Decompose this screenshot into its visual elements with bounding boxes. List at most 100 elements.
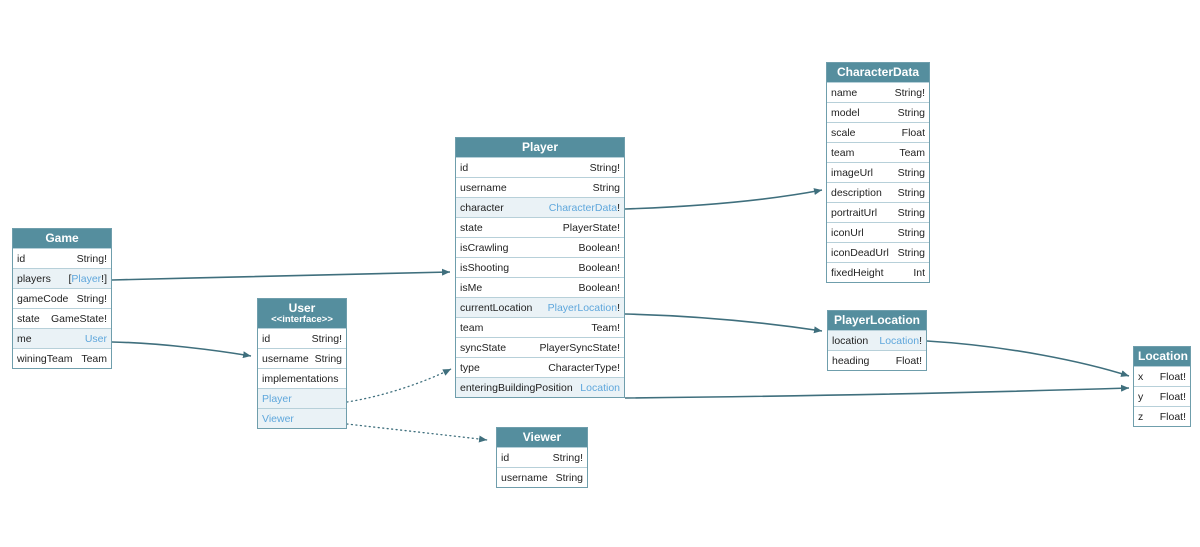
node-title: User [288, 301, 316, 315]
field-type: GameState! [50, 312, 107, 325]
field-type: PlayerSyncState! [539, 341, 620, 354]
field-row-game-players[interactable]: players[Player!] [13, 268, 111, 288]
field-type: String [897, 166, 925, 179]
node-characterdata-header[interactable]: CharacterData [827, 63, 929, 82]
field-row-user-player[interactable]: Player [258, 388, 346, 408]
field-row-user-viewer[interactable]: Viewer [258, 408, 346, 428]
node-player-header[interactable]: Player [456, 138, 624, 157]
type-link-user[interactable]: User [84, 332, 107, 345]
node-viewer-header[interactable]: Viewer [497, 428, 587, 447]
edge-player-currentlocation-to-playerlocation [624, 313, 823, 334]
field-name: imageUrl [831, 166, 874, 179]
field-name: enteringBuildingPosition [460, 381, 573, 394]
field-row-player-syncstate[interactable]: syncState PlayerSyncState! [456, 337, 624, 357]
field-name: syncState [460, 341, 507, 354]
field-name: state [17, 312, 40, 325]
field-name: players [17, 272, 51, 285]
field-row-characterdata-icondeadurl[interactable]: iconDeadUrl String [827, 242, 929, 262]
field-type: String! [589, 161, 620, 174]
implementation-link[interactable]: Player [262, 392, 292, 405]
field-name: currentLocation [460, 301, 533, 314]
field-name: isShooting [460, 261, 510, 274]
field-row-game-state[interactable]: state GameState! [13, 308, 111, 328]
field-row-characterdata-imageurl[interactable]: imageUrl String [827, 162, 929, 182]
field-type: String! [76, 292, 107, 305]
node-location-header[interactable]: Location [1134, 347, 1190, 366]
field-row-player-id[interactable]: id String! [456, 157, 624, 177]
field-type: String [897, 226, 925, 239]
field-type: CharacterType! [548, 361, 620, 374]
field-name: id [460, 161, 469, 174]
field-type: Float [901, 126, 925, 139]
field-name: isCrawling [460, 241, 509, 254]
node-game-header[interactable]: Game [13, 229, 111, 248]
field-type: String [897, 246, 925, 259]
field-type: String! [76, 252, 107, 265]
field-name: x [1138, 370, 1144, 383]
field-type: Team [899, 146, 925, 159]
field-name: username [501, 471, 548, 484]
field-name: state [460, 221, 483, 234]
field-name: id [17, 252, 26, 265]
node-playerlocation-header[interactable]: PlayerLocation [828, 311, 926, 330]
edge-game-players-to-player [111, 268, 451, 281]
field-type: Float! [1159, 410, 1186, 423]
type-link-playerlocation[interactable]: PlayerLocation [547, 301, 618, 314]
field-name: iconDeadUrl [831, 246, 889, 259]
field-name: location [832, 334, 869, 347]
field-type: String [592, 181, 620, 194]
field-type: User [85, 333, 107, 345]
type-link-characterdata[interactable]: CharacterData [548, 201, 618, 214]
field-row-game-id[interactable]: id String! [13, 248, 111, 268]
field-name: model [831, 106, 860, 119]
field-row-characterdata-scale[interactable]: scale Float [827, 122, 929, 142]
node-user-header[interactable]: User<<interface>> [258, 299, 346, 328]
field-row-user-implementations[interactable]: implementations [258, 368, 346, 388]
field-name: scale [831, 126, 856, 139]
edge-player-character-to-characterdata [624, 188, 823, 210]
type-link-location[interactable]: Location [879, 334, 920, 347]
type-link-player[interactable]: Player [71, 272, 102, 285]
field-row-player-enteringbuildingposition[interactable]: enteringBuildingPosition Location [456, 377, 624, 397]
type-link-location[interactable]: Location [580, 381, 620, 394]
field-name: fixedHeight [831, 266, 884, 279]
implementation-link[interactable]: Viewer [262, 412, 294, 425]
field-name: y [1138, 390, 1144, 403]
